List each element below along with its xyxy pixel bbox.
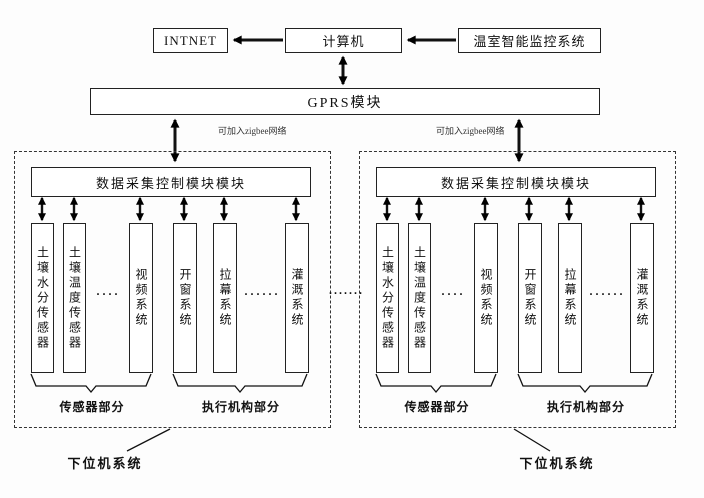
brace-sensors-right	[375, 373, 497, 394]
module-soil-moisture-sensor: 土壤水分传感器	[376, 223, 399, 373]
actuator-group-label: 执行机构部分	[201, 400, 280, 414]
module-soil-moisture-sensor: 土壤水分传感器	[31, 223, 54, 373]
ellipsis-sensors: ····	[440, 287, 465, 301]
module-video-system: 视频系统	[129, 223, 153, 373]
main-arrows	[170, 35, 524, 163]
ellipsis-actuators: ······	[243, 287, 280, 301]
brace-actuators-left	[172, 373, 308, 394]
module-video-system: 视频系统	[474, 223, 498, 373]
subsystem-right: 数据采集控制模块模块 土壤水分传感器 土壤温度传感器 视频系统 开窗系统 拉幕系…	[359, 151, 676, 428]
module-irrigation-system: 灌溉系统	[630, 223, 654, 373]
module-curtain-system: 拉幕系统	[558, 223, 582, 373]
intnet-node: INTNET	[153, 28, 228, 53]
ellipsis-actuators: ······	[588, 287, 625, 301]
lower-machine-label-right: 下位机系统	[519, 456, 595, 471]
subsystem-left: 数据采集控制模块模块 土壤水分传感器 土壤温度传感器 视频系统 开窗系统 拉幕系…	[14, 151, 331, 428]
pointer-line-right	[513, 428, 551, 452]
zigbee-note-right: 可加入zigbee网络	[436, 126, 505, 136]
computer-node: 计算机	[285, 28, 402, 53]
ellipsis-sensors: ····	[95, 287, 120, 301]
ellipsis-between-subsystems: ·······	[328, 286, 364, 300]
sensor-group-label: 传感器部分	[59, 400, 125, 414]
data-acquisition-controller: 数据采集控制模块模块	[31, 167, 311, 197]
monitor-system-node: 温室智能监控系统	[458, 28, 601, 53]
lower-machine-label-left: 下位机系统	[67, 456, 143, 471]
module-curtain-system: 拉幕系统	[213, 223, 237, 373]
brace-actuators-right	[517, 373, 653, 394]
braces-and-pointers	[30, 373, 653, 452]
module-soil-temperature-sensor: 土壤温度传感器	[63, 223, 86, 373]
module-window-system: 开窗系统	[518, 223, 542, 373]
module-window-system: 开窗系统	[173, 223, 197, 373]
data-acquisition-controller: 数据采集控制模块模块	[376, 167, 656, 197]
actuator-group-label: 执行机构部分	[546, 400, 625, 414]
module-arrows	[38, 196, 645, 222]
brace-sensors-left	[30, 373, 152, 394]
pointer-line-left	[126, 428, 171, 452]
zigbee-note-left: 可加入zigbee网络	[218, 126, 287, 136]
module-irrigation-system: 灌溉系统	[285, 223, 309, 373]
gprs-module-node: GPRS模块	[90, 88, 600, 115]
sensor-group-label: 传感器部分	[404, 400, 470, 414]
module-soil-temperature-sensor: 土壤温度传感器	[408, 223, 431, 373]
